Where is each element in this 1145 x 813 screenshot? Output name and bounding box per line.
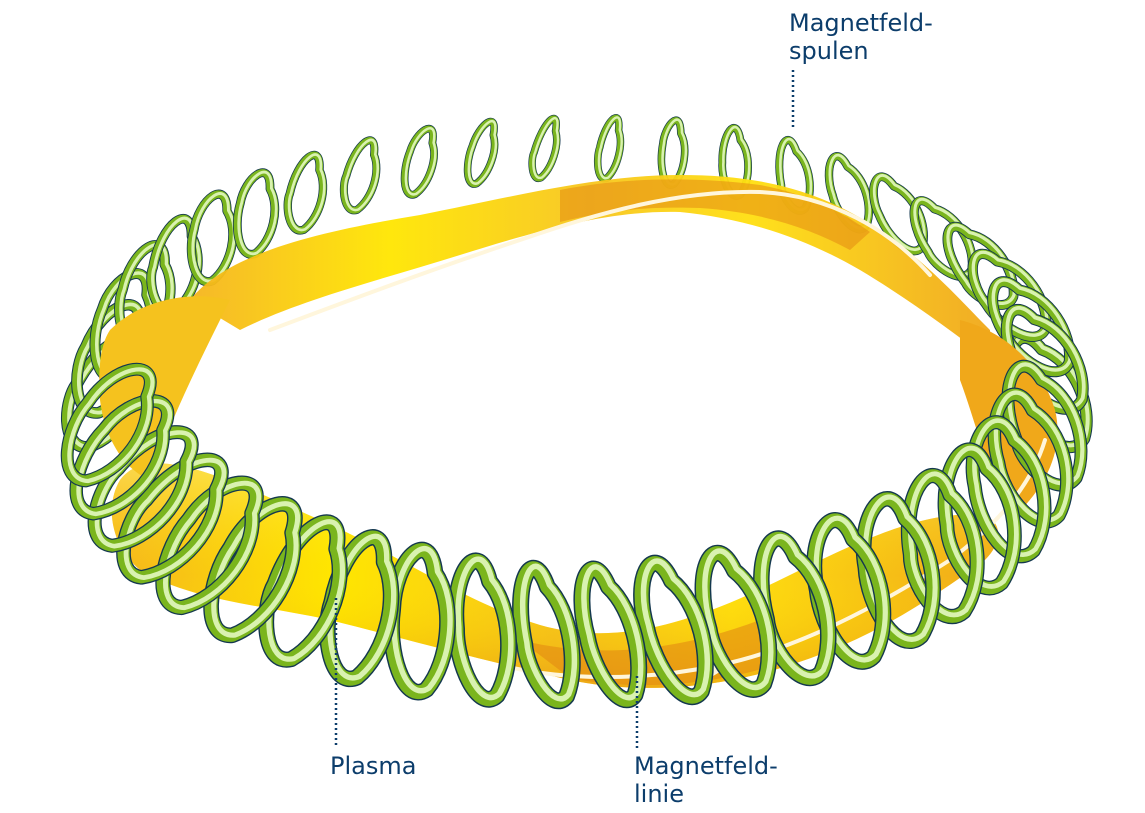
front-coil-group [49, 353, 1098, 706]
magnet-coil [398, 124, 444, 198]
magnet-coil [231, 169, 283, 258]
magnet-coil [527, 115, 565, 181]
magnet-coils-label: Magnetfeld- spulen [789, 9, 933, 65]
plasma-label: Plasma [330, 752, 416, 780]
field-line-label-line1: Magnetfeld- [634, 752, 778, 780]
magnet-coils-label-line2: spulen [789, 37, 933, 65]
field-line-label-line2: linie [634, 780, 778, 808]
plasma-label-line1: Plasma [330, 752, 416, 780]
magnet-coils-label-line1: Magnetfeld- [789, 9, 933, 37]
magnet-coil [462, 118, 504, 188]
magnet-coil [282, 151, 332, 234]
field-line-label: Magnetfeld- linie [634, 752, 778, 808]
magnet-coil [593, 115, 627, 181]
magnet-coil [338, 136, 386, 214]
